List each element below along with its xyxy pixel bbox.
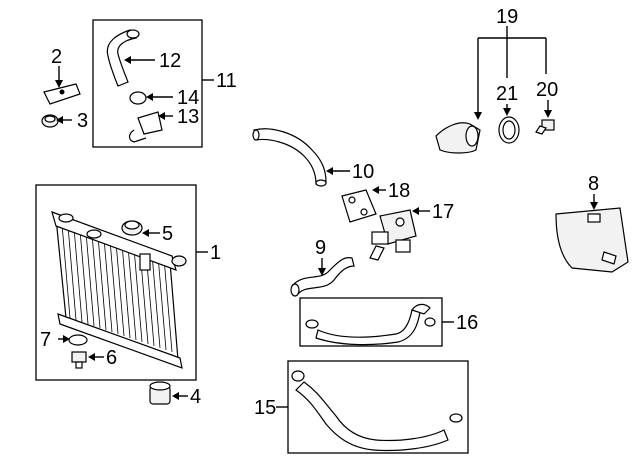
callout-20: 20: [536, 79, 558, 101]
radiator-group-box: [35, 184, 197, 381]
callout-7: 7: [40, 329, 51, 351]
callout-3: 3: [77, 110, 88, 132]
upper-hose-group-box: [92, 19, 203, 148]
callout-13: 13: [177, 106, 199, 128]
callout-17: 17: [432, 201, 454, 223]
o-ring: [68, 334, 88, 346]
radiator-group: [35, 184, 197, 381]
callout-9: 9: [315, 237, 326, 259]
callout-6: 6: [106, 347, 117, 369]
bracket: [43, 83, 81, 105]
bolt: [535, 119, 555, 135]
thermostat-housing: [435, 122, 481, 154]
mount-cushion: [149, 381, 171, 405]
callout-5: 5: [162, 223, 173, 245]
coolant-reservoir: [555, 207, 629, 273]
thermostat-gasket: [498, 116, 520, 144]
callout-12: 12: [159, 50, 181, 72]
callout-4: 4: [190, 386, 201, 408]
callout-10: 10: [352, 161, 374, 183]
callout-8: 8: [588, 173, 599, 195]
callout-19: 19: [496, 6, 518, 28]
hose-9: [291, 257, 355, 295]
radiator-grommet: [171, 255, 187, 267]
callout-14: 14: [177, 87, 199, 109]
leader-lines: [55, 26, 598, 408]
bypass-hose-group: [299, 297, 443, 347]
radiator: [51, 211, 183, 369]
hose-10: [253, 128, 327, 185]
water-outlet: [369, 209, 417, 261]
inlet-pipe: [128, 111, 163, 143]
callout-16: 16: [456, 312, 478, 334]
heater-hose-group: [287, 360, 469, 454]
callout-18: 18: [388, 180, 410, 202]
callout-15: 15: [254, 397, 276, 419]
upper-hose-group: [92, 19, 203, 148]
callout-1: 1: [210, 242, 221, 264]
gasket: [341, 189, 377, 223]
callout-11: 11: [216, 70, 237, 92]
upper-hose: [106, 29, 138, 87]
o-ring-14: [129, 91, 147, 105]
callout-21: 21: [496, 83, 518, 105]
drain-plug: [71, 351, 87, 369]
callout-2: 2: [51, 46, 62, 68]
callout-labels: 2 3 12 11 14 13 1 5 7 6 4 10 18 17 9 16 …: [40, 6, 599, 419]
grommet: [41, 114, 59, 128]
radiator-cap: [121, 220, 143, 236]
